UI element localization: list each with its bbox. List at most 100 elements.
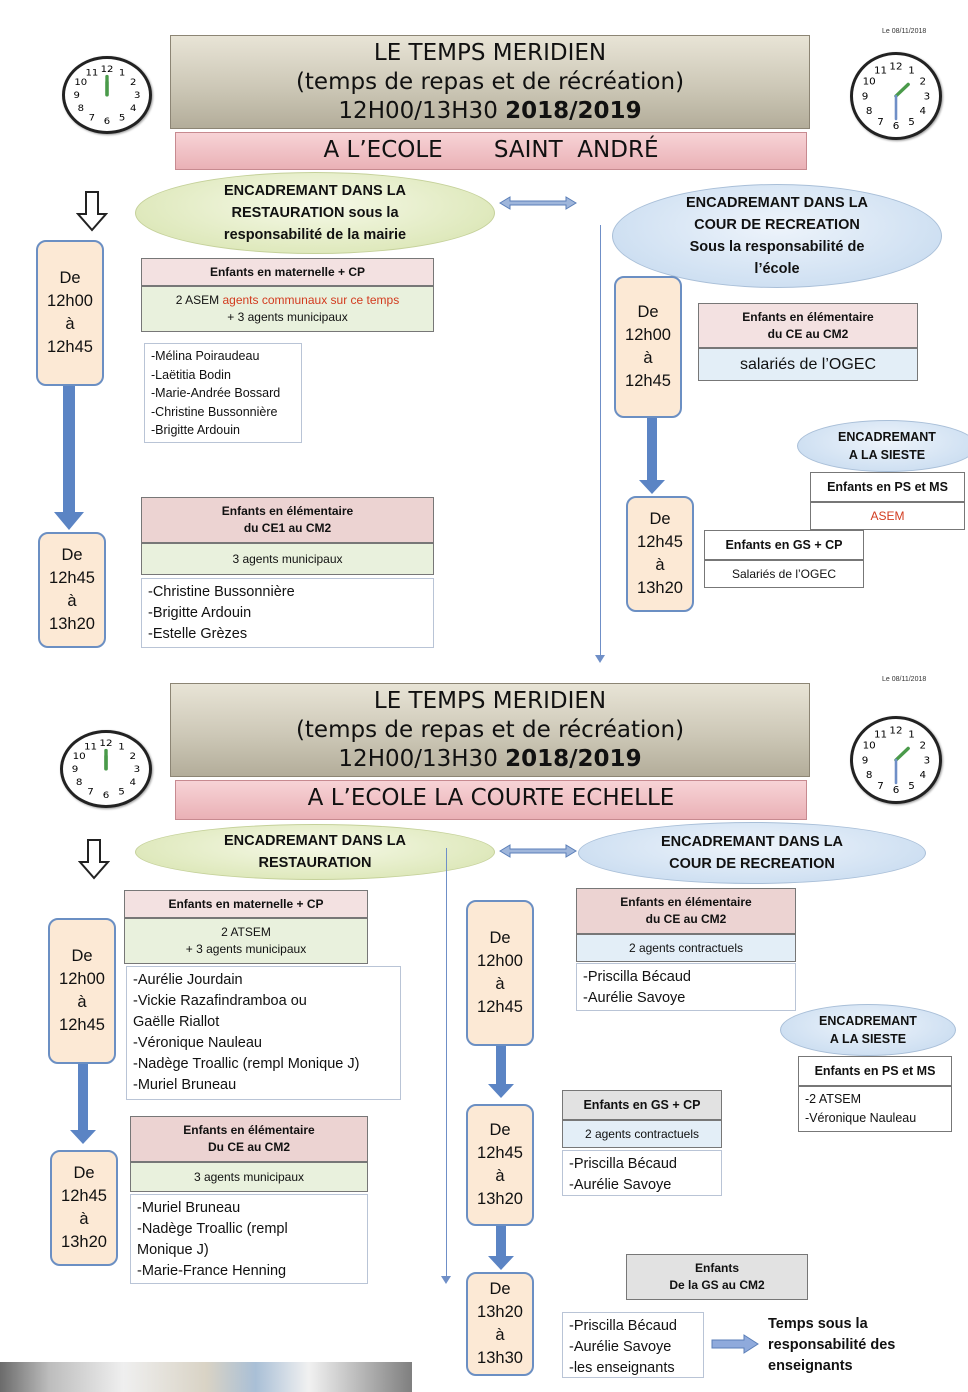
gs-header: Enfants en GS + CP bbox=[704, 530, 864, 560]
gs-staff: Salariés de l’OGEC bbox=[704, 560, 864, 588]
clock-numeral: 12 bbox=[889, 62, 902, 73]
clock-numeral: 2 bbox=[920, 741, 927, 752]
page-title-2: LE TEMPS MERIDIEN (temps de repas et de … bbox=[170, 683, 810, 777]
clock-numeral: 1 bbox=[908, 730, 915, 741]
down-arrow-icon-2 bbox=[78, 839, 110, 880]
maternelle-agents-2: 2 ATSEM+ 3 agents municipaux bbox=[124, 918, 368, 964]
photo-strip bbox=[0, 1362, 412, 1392]
gs-names-2: -Priscilla Bécaud-Aurélie Savoye bbox=[562, 1150, 722, 1196]
school-name: A L’ECOLE SAINT ANDRÉ bbox=[175, 132, 807, 170]
title-line-2: (temps de repas et de récréation) bbox=[295, 69, 685, 95]
clock-numeral: 11 bbox=[84, 742, 97, 752]
maternelle-header-2: Enfants en maternelle + CP bbox=[124, 890, 368, 918]
clock-numeral: 7 bbox=[877, 117, 884, 128]
cour-time-connector-2 bbox=[496, 1046, 506, 1086]
clock-numeral: 3 bbox=[134, 765, 141, 775]
clock-numeral: 9 bbox=[72, 765, 79, 775]
cour-time-arrow-head-2 bbox=[488, 1084, 514, 1098]
clock-numeral: 12 bbox=[889, 726, 902, 737]
elementaire-names: -Christine Bussonnière-Brigitte Ardouin-… bbox=[141, 578, 434, 648]
clock-numeral: 10 bbox=[73, 752, 86, 762]
maternelle-agents: 2 ASEM agents communaux sur ce temps + 3… bbox=[141, 286, 434, 332]
clock-numeral: 1 bbox=[908, 66, 915, 77]
clock-numeral: 9 bbox=[862, 91, 869, 102]
clock-numeral: 4 bbox=[130, 103, 136, 113]
school-name-2: A L’ECOLE LA COURTE ECHELLE bbox=[175, 780, 807, 820]
divider-arrow-head-2 bbox=[441, 1276, 451, 1284]
clock-numeral: 10 bbox=[863, 741, 876, 752]
title-line-1: LE TEMPS MERIDIEN bbox=[373, 40, 607, 66]
maternelle-names-2: -Aurélie Jourdain-Vickie Razafindramboa … bbox=[126, 966, 401, 1100]
clock-numeral: 6 bbox=[104, 116, 110, 126]
cour-time-connector-3 bbox=[496, 1226, 506, 1256]
clock-numeral: 2 bbox=[130, 78, 136, 88]
sieste-names-2: -2 ATSEM-Véronique Nauleau bbox=[798, 1086, 952, 1132]
elementaire-agents: 3 agents municipaux bbox=[141, 543, 434, 575]
cour-time-arrow-head bbox=[639, 480, 665, 494]
clock-numeral: 8 bbox=[76, 778, 83, 788]
cour-staff-2: 2 agents contractuels bbox=[576, 934, 796, 962]
clock-numeral: 3 bbox=[924, 91, 931, 102]
clock-numeral: 12 bbox=[99, 739, 112, 749]
double-arrow-icon bbox=[499, 196, 577, 210]
clock-numeral: 1 bbox=[119, 68, 125, 78]
title-line-3: 12H00/13H30 2018/2019 bbox=[338, 98, 642, 124]
clock-numeral: 6 bbox=[893, 121, 900, 132]
clock-numeral: 6 bbox=[103, 791, 110, 801]
clock-numeral: 12 bbox=[101, 65, 114, 75]
down-arrow-icon bbox=[76, 191, 108, 232]
maternelle-names: -Mélina Poiraudeau-Laëtitia Bodin-Marie-… bbox=[144, 343, 302, 443]
clock-numeral: 4 bbox=[920, 106, 927, 117]
gs-header-2: Enfants en GS + CP bbox=[562, 1090, 722, 1120]
cour-time-connector bbox=[647, 418, 657, 482]
document-date-2: Le 08/11/2018 bbox=[882, 676, 927, 683]
cour-staff: salariés de l’OGEC bbox=[698, 348, 918, 381]
page-title: LE TEMPS MERIDIEN (temps de repas et de … bbox=[170, 35, 810, 129]
cour-names-2: -Priscilla Bécaud-Aurélie Savoye bbox=[576, 963, 796, 1011]
double-arrow-icon-2 bbox=[499, 844, 577, 858]
clock-numeral: 1 bbox=[118, 742, 125, 752]
clock-numeral: 3 bbox=[134, 91, 140, 101]
elementaire-agents-2: 3 agents municipaux bbox=[130, 1162, 368, 1192]
final-names: -Priscilla Bécaud-Aurélie Savoye-les ens… bbox=[562, 1312, 704, 1378]
time-arrow-head bbox=[54, 512, 84, 530]
clock-numeral: 11 bbox=[85, 68, 98, 78]
clock-numeral: 7 bbox=[89, 113, 95, 123]
divider-line bbox=[600, 225, 601, 657]
gs-staff-2: 2 agents contractuels bbox=[562, 1120, 722, 1148]
sieste-header: Enfants en PS et MS bbox=[810, 472, 965, 502]
divider-line-2 bbox=[446, 848, 447, 1278]
clock-numeral: 10 bbox=[74, 78, 87, 88]
sieste-header-2: Enfants en PS et MS bbox=[798, 1056, 952, 1086]
sieste-staff: ASEM bbox=[810, 502, 965, 530]
clock-numeral: 4 bbox=[130, 778, 137, 788]
clock-numeral: 11 bbox=[874, 66, 887, 77]
clock-numeral: 9 bbox=[74, 91, 80, 101]
clock-numeral: 10 bbox=[863, 77, 876, 88]
